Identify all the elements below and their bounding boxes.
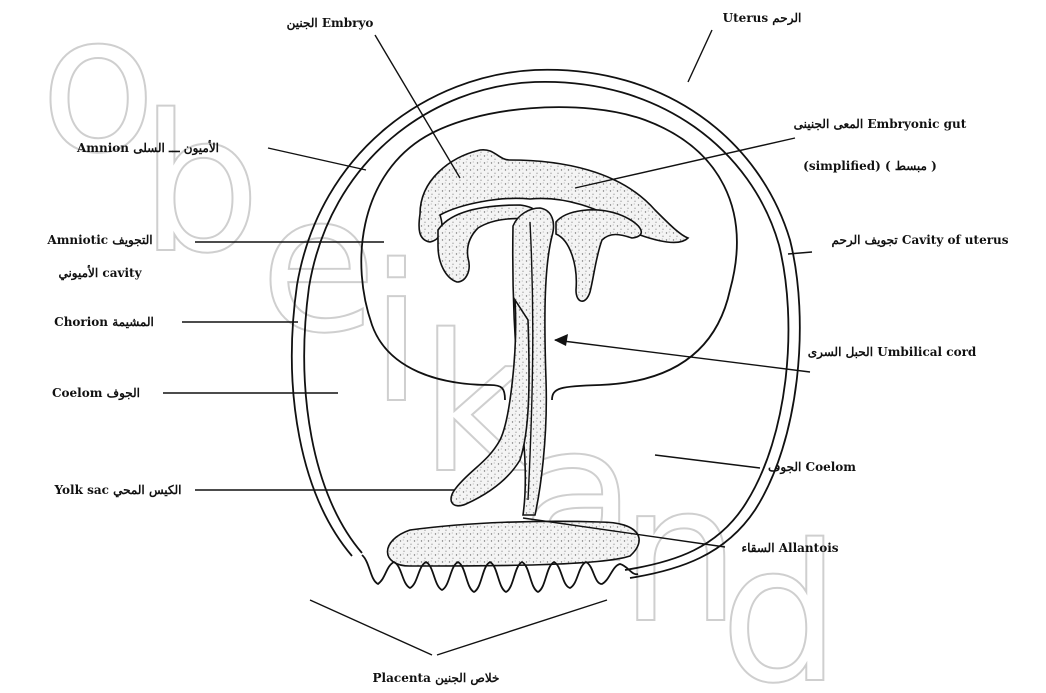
label-uterus: Uterus الرحم xyxy=(723,11,802,26)
label-yolk-sac: Yolk sac الكيس المحي xyxy=(54,483,182,498)
placenta-leader-right xyxy=(437,600,607,655)
allantois xyxy=(388,521,640,566)
uterus-leader xyxy=(688,30,712,82)
label-embryonic-gut-1: المعى الجنينى Embryonic gut xyxy=(794,117,967,131)
watermark-letter: e xyxy=(260,154,377,375)
cavity-of-uterus-leader xyxy=(788,252,812,254)
embryonic-gut xyxy=(556,210,641,301)
label-amnion: Amnion الأميون ـــ السلى xyxy=(76,140,219,156)
label-amniotic-cavity-1: Amniotic التجويف xyxy=(46,233,152,248)
umbilical-cord-arrowhead xyxy=(554,334,568,346)
umbilical-cord-leader xyxy=(555,340,810,372)
placenta-leader-left xyxy=(310,600,432,655)
watermark-letter: i xyxy=(370,224,423,445)
label-chorion: Chorion المشيمة xyxy=(54,315,154,329)
label-embryonic-gut-2: (simplified) ( مبسط ) xyxy=(803,159,937,173)
watermark-letter: d xyxy=(720,504,841,693)
label-coelom-right: الجوف Coelom xyxy=(768,460,856,475)
watermark-letter: o xyxy=(40,0,156,195)
label-coelom-left: Coelom الجوف xyxy=(52,386,140,401)
label-embryo: الجنين Embryo xyxy=(287,16,374,31)
label-amniotic-cavity-2: الأميوني cavity xyxy=(58,265,142,281)
watermark-letter: b xyxy=(140,74,261,295)
label-umbilical-cord: الحبل السرى Umbilical cord xyxy=(808,345,977,360)
label-placenta: Placenta خلاص الجنين xyxy=(373,671,500,686)
embryo-leader xyxy=(375,35,460,178)
label-cavity-of-uterus: تجويف الرحم Cavity of uterus xyxy=(831,233,1008,248)
label-allantois: السقاء Allantois xyxy=(741,541,838,555)
